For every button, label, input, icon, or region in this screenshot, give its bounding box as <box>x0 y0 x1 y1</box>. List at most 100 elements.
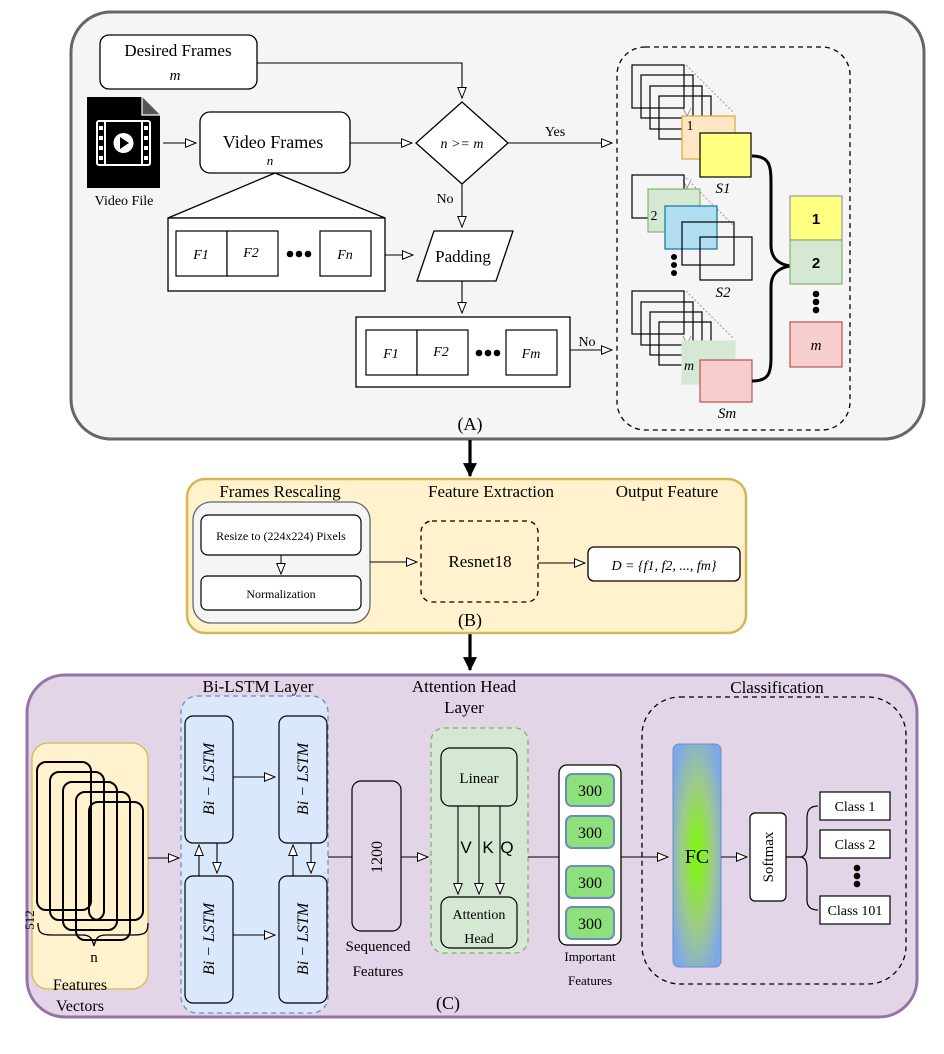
desired-frames-var: m <box>170 68 181 84</box>
important-label-line1: Important <box>564 949 616 964</box>
output-item-m <box>789 321 843 368</box>
stack-sm <box>631 290 753 403</box>
fc-layer <box>672 743 722 968</box>
ellipsis-dot <box>295 250 303 258</box>
attention-head-line2: Head <box>464 932 494 947</box>
ellipsis-dot <box>304 250 312 258</box>
bilstm-cell-label: Bi − LSTM <box>201 741 218 815</box>
panel-b: Frames Rescaling Feature Extraction Outp… <box>185 477 748 635</box>
important-value-1: 300 <box>578 783 602 800</box>
class-1-label: Class 1 <box>835 800 876 815</box>
resnet-box <box>420 520 539 603</box>
features-vectors-line2: Vectors <box>56 998 104 1015</box>
frame-m-1 <box>365 329 418 376</box>
frames-rescaling-title: Frames Rescaling <box>219 482 341 501</box>
important-item <box>565 906 615 940</box>
bilstm-connectors <box>148 777 352 935</box>
fc-label: FC <box>685 846 709 868</box>
sequenced-label-line2: Features <box>353 964 404 980</box>
frame-m-last <box>505 329 558 376</box>
panel-a-caption: (A) <box>458 414 483 435</box>
important-item <box>565 773 615 807</box>
ellipsis-dot <box>671 254 677 260</box>
panel-b-caption: (B) <box>458 610 482 631</box>
ellipsis-dot <box>853 864 861 872</box>
important-item <box>565 815 615 849</box>
feature-n-label: n <box>90 950 98 966</box>
video-frames-label: Video Frames <box>223 132 323 152</box>
bilstm-cell-bwd-1 <box>184 875 234 1004</box>
video-frames-var: n <box>267 153 274 168</box>
normalization-label: Normalization <box>246 587 315 601</box>
ellipsis-dot <box>475 349 483 357</box>
feature-extraction-title: Feature Extraction <box>428 482 555 501</box>
ellipsis-dot <box>853 880 861 888</box>
desired-frames-label: Desired Frames <box>124 41 231 60</box>
sequenced-features-box <box>351 780 402 932</box>
class-1-box <box>819 791 891 821</box>
frame-n-1-label: F1 <box>192 248 209 263</box>
set-s1-label: S1 <box>716 181 731 197</box>
yes-label: Yes <box>545 125 565 140</box>
panel-c-caption: (C) <box>436 993 460 1014</box>
bilstm-cell-label: Bi − LSTM <box>295 741 312 815</box>
frame-n-2 <box>226 230 279 277</box>
frame-m-2-label: F2 <box>432 345 449 360</box>
ellipsis-dot <box>812 290 820 298</box>
video-file-label: Video File <box>95 194 154 209</box>
stack-s2-index: 2 <box>651 209 658 224</box>
feature-dim-label: 512 <box>22 910 37 930</box>
frame-n-last <box>319 230 372 277</box>
frame-m-1-label: F1 <box>382 347 399 362</box>
stack-s1 <box>631 64 752 178</box>
softmax-label: Softmax <box>761 831 777 882</box>
sequenced-label-line1: Sequenced <box>346 939 411 955</box>
decision-condition: n >= m <box>440 137 483 152</box>
resize-label: Resize to (224x224) Pixels <box>216 529 346 543</box>
vkq-arrows <box>458 806 500 894</box>
bilstm-cell-fwd-2 <box>278 715 328 844</box>
output-item-2 <box>789 239 843 285</box>
class-brace <box>786 805 819 911</box>
panel-a-connectors <box>163 62 612 350</box>
important-features-box <box>558 764 622 946</box>
important-value-3: 300 <box>578 875 602 892</box>
bilstm-cells <box>184 715 328 1004</box>
classification-region <box>641 696 907 985</box>
ellipsis-dot <box>671 262 677 268</box>
ellipsis-dot <box>286 250 294 258</box>
q-label: Q <box>500 838 513 857</box>
stack-sm-index: m <box>684 359 694 374</box>
linear-label: Linear <box>459 771 498 787</box>
frame-n-last-label: Fn <box>336 248 353 263</box>
important-value-2: 300 <box>578 825 602 842</box>
ellipsis-dot <box>812 298 820 306</box>
frame-m-last-label: Fm <box>521 347 541 362</box>
no-label-right: No <box>578 335 595 350</box>
feature-vector-stack <box>36 761 144 941</box>
desired-frames-box <box>99 34 258 90</box>
output-feature-title: Output Feature <box>616 482 718 501</box>
attention-head-box <box>440 896 518 949</box>
output-formula: D = {f1, f2, ..., fm} <box>610 559 716 574</box>
class-101-label: Class 101 <box>828 904 883 919</box>
frame-n-1 <box>175 230 228 277</box>
ellipsis-dot <box>671 270 677 276</box>
bilstm-cell-label: Bi − LSTM <box>201 901 218 975</box>
padding-label: Padding <box>435 247 491 266</box>
output-item-1-label: 1 <box>812 211 820 228</box>
output-item-m-label: m <box>811 338 822 354</box>
bilstm-title: Bi-LSTM Layer <box>203 677 314 696</box>
bilstm-cell-label: Bi − LSTM <box>295 901 312 975</box>
important-value-4: 300 <box>578 916 602 933</box>
stack-s1-index: 1 <box>687 119 694 134</box>
important-label-line2: Features <box>568 973 612 988</box>
class-2-label: Class 2 <box>835 838 876 853</box>
stack-s2 <box>631 174 753 281</box>
frame-m-2 <box>416 329 469 376</box>
class-2-box <box>819 829 891 859</box>
bilstm-cell-bwd-2 <box>278 875 328 1004</box>
ellipsis-dot <box>853 872 861 880</box>
ellipsis-dot <box>493 349 501 357</box>
